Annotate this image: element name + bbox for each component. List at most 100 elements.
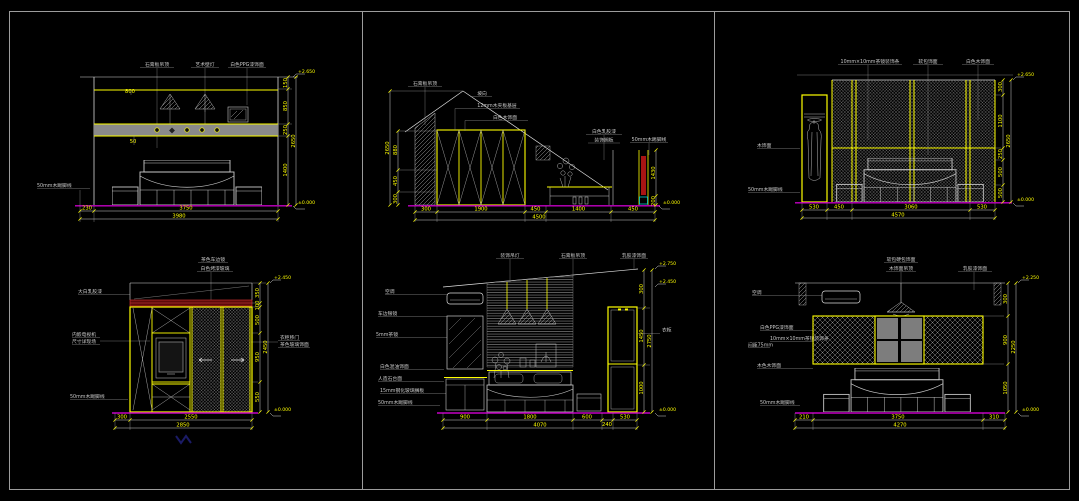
dim-total-label: 4070 [533, 423, 546, 429]
tall-cabinet-drawing [607, 306, 638, 413]
dim-label: 300 [393, 194, 399, 204]
panel-elevation-3: 10mm×10mm茶镜装饰条 软包饰面 白色木饰面 木饰面 50mm木踢脚线 3… [748, 58, 1034, 220]
panel-elevation-5: 装饰吊灯 石膏板吊顶 乳胶漆饰面 空调 车边银镜 5mm茶镜 白色混油饰面 人造… [376, 252, 676, 430]
annotation-label: 木饰面 [757, 142, 772, 149]
dim-label: 530 [620, 415, 630, 421]
sloped-ceiling [404, 90, 609, 191]
spotlight-icon [168, 127, 176, 134]
hatched-wall [414, 112, 436, 206]
level-label: +2.450 [274, 275, 291, 281]
mirror-drawing [446, 315, 484, 370]
annotation-label: 木饰面吊顶 [889, 265, 913, 272]
wall-grid [831, 80, 996, 202]
bed-drawing [823, 368, 971, 412]
annotation-label: 内嵌电视机 [72, 331, 96, 338]
dim-label: 900 [1003, 335, 1009, 345]
annotation-label: 衣柜移门 [280, 334, 299, 341]
dim-label: 150 [283, 78, 289, 88]
plant-icon [491, 352, 536, 379]
wall-art-frame [535, 343, 557, 368]
level-label: +2.650 [298, 69, 315, 75]
dim-label: 240 [602, 422, 612, 428]
right-dimension-chain: 300 1450 1000 2750 +2.750 +2.450 ±0.000 [637, 261, 676, 417]
dim-label: 530 [809, 205, 819, 211]
dim-label: 100 [255, 301, 261, 311]
right-dimension-chain: 350 100 500 950 550 2450 +2.450 ±0.000 [252, 275, 291, 417]
panel-elevation-4: 茶色车边镜 白色烤漆玻璃 大白乳胶漆 内嵌电视机 尺寸详现场 50mm木踢脚线 … [70, 256, 310, 445]
dim-label: 880 [393, 145, 399, 155]
dim-label: 600 [582, 415, 592, 421]
level-label: ±0.000 [659, 407, 676, 413]
annotation-label: 人造石台面 [378, 375, 402, 382]
desk-drawing [547, 150, 614, 205]
dim-label: 500 [255, 315, 261, 325]
dim-label: 450 [834, 205, 844, 211]
hanging-coat-icon [806, 121, 822, 181]
inner-dim-label: 800 [125, 89, 135, 95]
annotation-label: 坡向 [477, 90, 487, 97]
air-conditioner-icon [821, 290, 861, 304]
level-mark-icon [654, 265, 666, 270]
level-label: ±0.000 [663, 200, 680, 206]
level-mark-icon [269, 412, 281, 417]
wall-lamp-icon [194, 93, 216, 124]
dim-total-label: 2250 [1011, 340, 1017, 353]
sheet-border [9, 11, 1070, 490]
annotation-label: 白色PPG漆饰面 [230, 61, 264, 68]
dim-total-label: 2650 [385, 141, 391, 154]
annotation-label: 茶色车边镜 [201, 256, 225, 263]
annotation-label: 空调 [385, 288, 395, 295]
dim-label: 3060 [904, 205, 917, 211]
dim-total-label: 4270 [893, 423, 906, 429]
annotation-label: 15mm钢化玻璃搁板 [380, 387, 424, 394]
dim-label: 230 [82, 206, 92, 212]
handle-icon [618, 308, 621, 311]
annotation-label: 白色乳胶漆 [592, 128, 616, 135]
annotation-label: 空调 [752, 289, 762, 296]
light-band [94, 123, 278, 137]
hatched-wall-strip [993, 282, 1002, 306]
tv-niche [151, 332, 191, 383]
dim-label: 210 [799, 415, 809, 421]
dim-label: 1400 [283, 163, 289, 176]
level-label: ±0.000 [1022, 407, 1039, 413]
annotation-label: 10mm×10mm茶镜装饰条 [841, 58, 900, 65]
dim-label: 1900 [474, 207, 487, 213]
tv-cabinet-drawing [129, 306, 253, 413]
dim-total-label: 2850 [176, 423, 189, 429]
bottom-dimension-chain: 530 450 3060 530 4570 [800, 203, 997, 220]
level-mark-icon [292, 73, 305, 78]
dim-total-label: 2650 [1006, 134, 1012, 147]
right-dimension-chain: 300 1100 250 500 500 2650 +2.650 ±0.000 [995, 72, 1034, 207]
dim-label: 250 [998, 149, 1004, 159]
spotlight-icon [154, 127, 220, 133]
annotation-label: 白色混油饰面 [380, 363, 409, 370]
level-mark-icon [654, 283, 666, 288]
dim-label: 300 [998, 82, 1004, 92]
dim-label: 530 [977, 205, 987, 211]
annotation-label: 乳胶漆饰面 [622, 252, 646, 259]
sliding-door [191, 306, 251, 413]
level-mark-icon [1012, 76, 1024, 81]
dim-total-label: 2450 [263, 340, 269, 353]
level-label: ±0.000 [1017, 197, 1034, 203]
dim-label: 850 [283, 101, 289, 111]
annotation-label: 茶色玻璃饰面 [280, 341, 309, 348]
red-accent-panel [641, 156, 646, 195]
cabinet-top-section [129, 282, 253, 300]
dim-label: 450 [393, 176, 399, 186]
dim-label: 900 [460, 415, 470, 421]
annotation-label: 50mm木踢脚线 [378, 399, 413, 406]
cyan-accent-box [639, 196, 648, 205]
level-label: +2.650 [1017, 72, 1034, 78]
annotation-label: 50mm木踢脚线 [632, 136, 667, 143]
dim-total-label: 3980 [172, 214, 185, 220]
dim-label: 1450 [639, 329, 645, 342]
level-mark-icon [292, 205, 305, 210]
annotation-label: 石膏板吊顶 [561, 252, 585, 259]
dim-label: 1050 [1003, 381, 1009, 394]
bottom-dimension-chain: 900 1800 600 240 530 4070 [441, 413, 639, 430]
headboard-feature-wall [812, 315, 984, 365]
dim-label: 350 [255, 288, 261, 298]
